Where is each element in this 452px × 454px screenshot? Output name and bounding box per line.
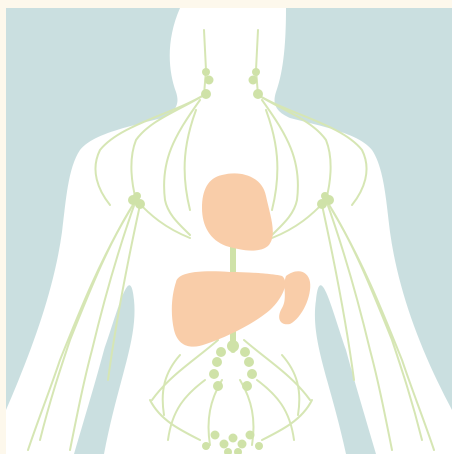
diagram-canvas [0, 0, 452, 454]
lymphatic-diagram [0, 0, 452, 454]
